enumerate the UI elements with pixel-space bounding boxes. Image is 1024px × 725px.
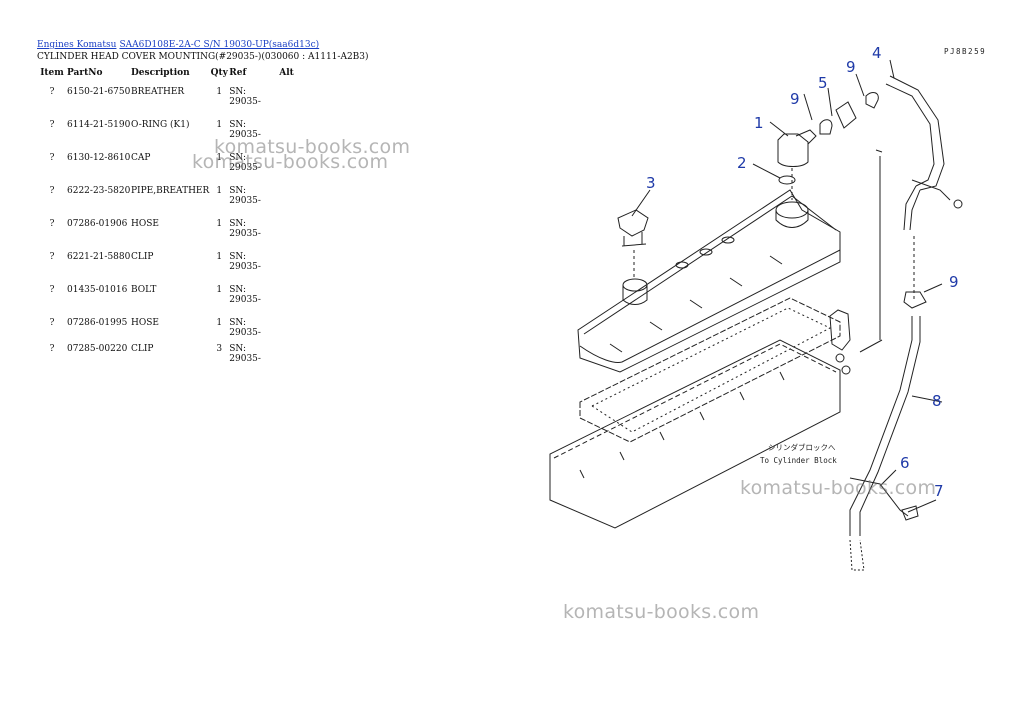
- header-description: Description: [131, 68, 190, 78]
- cell-partno: 07286-01995: [67, 318, 128, 328]
- cell-ref: SN: 29035-: [229, 219, 261, 239]
- cell-item: ?: [49, 344, 55, 354]
- callout-9b: 9: [846, 58, 856, 76]
- cell-ref: SN: 29035-: [229, 120, 261, 140]
- cell-partno: 6222-23-5820: [67, 186, 131, 196]
- cell-description: CLIP: [131, 344, 154, 354]
- table-row: ? 6221-21-5880 CLIP 1 SN: 29035-: [37, 245, 309, 278]
- table-row: ? 6150-21-6750 BREATHER 1 SN: 29035-: [37, 80, 309, 113]
- cell-partno: 6221-21-5880: [67, 252, 131, 262]
- cell-partno: 07285-00220: [67, 344, 128, 354]
- cell-description: PIPE,BREATHER: [131, 186, 210, 196]
- header-item: Item: [40, 68, 64, 78]
- cylinder-head-outline: [549, 339, 841, 529]
- cell-item: ?: [49, 153, 55, 163]
- cell-qty: 1: [216, 219, 223, 229]
- gasket-outline: [579, 297, 841, 443]
- cell-item: ?: [49, 186, 55, 196]
- cell-description: BREATHER: [131, 87, 185, 97]
- cell-partno: 6114-21-5190: [67, 120, 131, 130]
- cell-alt: [279, 113, 309, 146]
- table-row: ? 07286-01995 HOSE 1 SN: 29035-: [37, 311, 309, 344]
- cell-description: BOLT: [131, 285, 157, 295]
- cell-ref: SN: 29035-: [229, 252, 261, 272]
- cell-ref: SN: 29035-: [229, 318, 261, 338]
- callout-5: 5: [818, 74, 828, 92]
- cell-description: CLIP: [131, 252, 154, 262]
- cell-partno: 01435-01016: [67, 285, 128, 295]
- cell-qty: 1: [216, 285, 223, 295]
- cell-partno: 6130-12-8610: [67, 153, 131, 163]
- cell-alt: [279, 278, 309, 311]
- cell-alt: [279, 311, 309, 344]
- page-title: CYLINDER HEAD COVER MOUNTING(#29035-)(03…: [37, 52, 369, 62]
- callout-4: 4: [872, 44, 882, 62]
- cell-qty: 1: [216, 87, 223, 97]
- breadcrumb-link-model[interactable]: SAA6D108E-2A-C S/N 19030-UP(saa6d13c): [119, 40, 320, 50]
- cell-partno: 07286-01906: [67, 219, 128, 229]
- header-alt: Alt: [279, 68, 294, 78]
- cell-item: ?: [49, 318, 55, 328]
- cell-ref: SN: 29035-: [229, 186, 261, 206]
- cell-alt: [279, 80, 309, 113]
- valve-cover-outline: [577, 189, 841, 373]
- breadcrumb-link-engines[interactable]: Engines Komatsu: [37, 40, 117, 50]
- table-row: ? 07286-01906 HOSE 1 SN: 29035-: [37, 212, 309, 245]
- cell-alt: [279, 344, 309, 364]
- hose-part: [849, 316, 913, 536]
- cell-qty: 1: [216, 252, 223, 262]
- header-qty: Qty: [210, 68, 228, 78]
- breather-part: [777, 133, 809, 167]
- cell-alt: [279, 179, 309, 212]
- annotation-japanese: シリンダブロックへ: [768, 442, 836, 452]
- table-header-row: Item PartNo Description Qty Ref Alt: [37, 66, 309, 80]
- watermark-text: komatsu-books.com: [563, 601, 760, 623]
- cell-alt: [279, 212, 309, 245]
- cell-qty: 1: [216, 318, 223, 328]
- header-partno: PartNo: [67, 68, 103, 78]
- callout-3: 3: [646, 174, 656, 192]
- callout-9a: 9: [790, 90, 800, 108]
- cell-ref: SN: 29035-: [229, 153, 261, 173]
- callout-2: 2: [737, 154, 747, 172]
- table-row: ? 6130-12-8610 CAP 1 SN: 29035-: [37, 146, 309, 179]
- cell-description: HOSE: [131, 219, 159, 229]
- cell-partno: 6150-21-6750: [67, 87, 131, 97]
- cell-qty: 1: [216, 120, 223, 130]
- cell-item: ?: [49, 252, 55, 262]
- cell-description: CAP: [131, 153, 151, 163]
- cell-ref: SN: 29035-: [229, 344, 261, 364]
- callout-1: 1: [754, 114, 764, 132]
- callout-8: 8: [932, 392, 942, 410]
- cell-item: ?: [49, 219, 55, 229]
- exploded-parts-diagram: 1 2 3 4 5 6 7 8 9 9 9 PJ8B259 シリンダブロックへ …: [549, 44, 986, 571]
- callout-6: 6: [900, 454, 910, 472]
- table-row: ? 6222-23-5820 PIPE,BREATHER 1 SN: 29035…: [37, 179, 309, 212]
- cell-qty: 3: [216, 344, 223, 354]
- callout-9c: 9: [949, 273, 959, 291]
- cell-ref: SN: 29035-: [229, 285, 261, 305]
- table-row: ? 6114-21-5190 O-RING (K1) 1 SN: 29035-: [37, 113, 309, 146]
- breather-pipe-part: [889, 75, 945, 191]
- table-row: ? 01435-01016 BOLT 1 SN: 29035-: [37, 278, 309, 311]
- cell-item: ?: [49, 120, 55, 130]
- cell-alt: [279, 245, 309, 278]
- cell-qty: 1: [216, 186, 223, 196]
- cell-description: O-RING (K1): [131, 120, 190, 130]
- table-row: ? 07285-00220 CLIP 3 SN: 29035-: [37, 344, 309, 364]
- cell-item: ?: [49, 87, 55, 97]
- callout-7: 7: [934, 482, 944, 500]
- drawing-code: PJ8B259: [944, 47, 986, 56]
- cell-ref: SN: 29035-: [229, 87, 261, 107]
- cell-item: ?: [49, 285, 55, 295]
- cell-qty: 1: [216, 153, 223, 163]
- cell-alt: [279, 146, 309, 179]
- parts-table: Item PartNo Description Qty Ref Alt ? 61…: [37, 66, 309, 364]
- header-ref: Ref: [229, 68, 247, 78]
- cell-description: HOSE: [131, 318, 159, 328]
- annotation-to-cylinder-block: To Cylinder Block: [760, 456, 837, 465]
